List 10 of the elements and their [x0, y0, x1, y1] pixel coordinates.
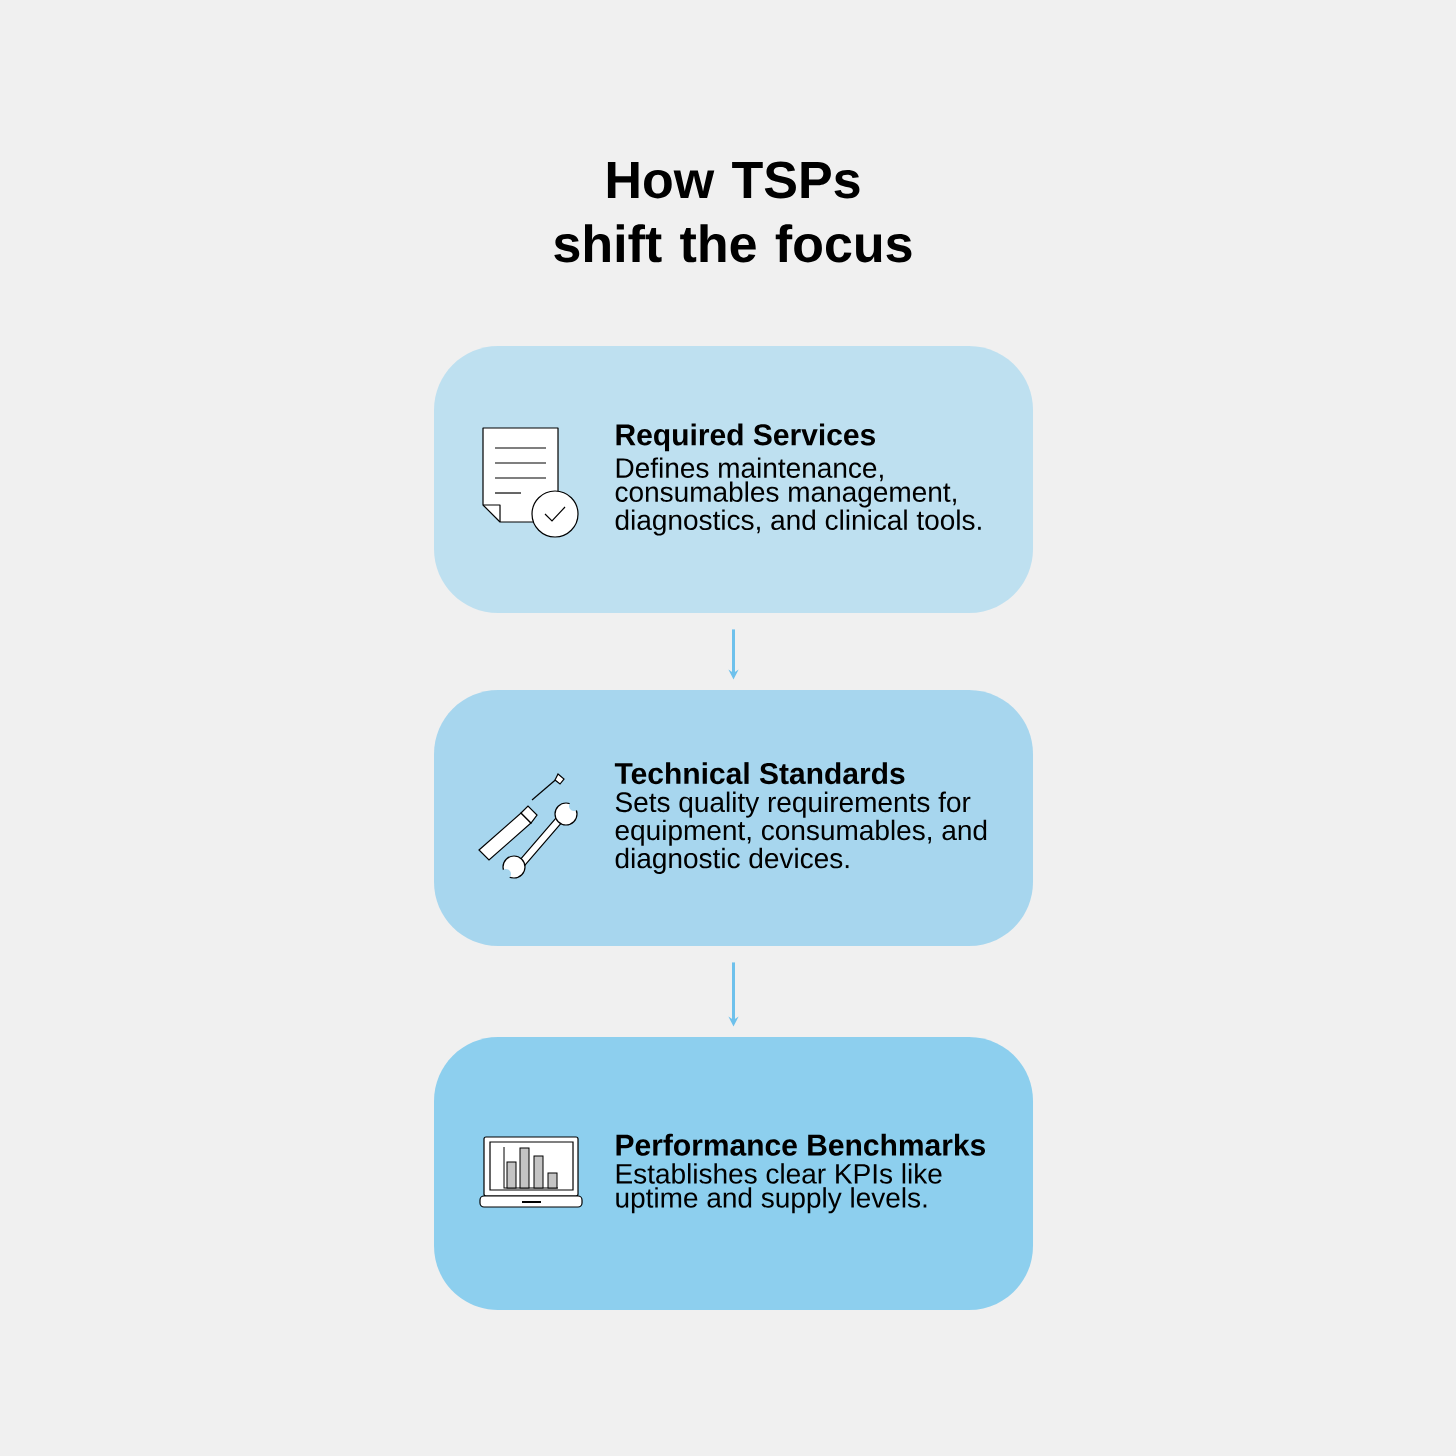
box-heading: Required Services [616, 423, 875, 452]
title: How TSPs shift the focus [554, 161, 912, 263]
process-box [434, 346, 1033, 613]
box-heading: Performance Benchmarks [616, 1133, 985, 1156]
process-box [434, 1037, 1033, 1310]
box-description: Defines maintenance, consumables management, diagnostics, and clinical tools. [615, 457, 981, 536]
box-description: Establishes clear KPIs like uptime and supply levels. [616, 1163, 942, 1214]
box-heading: Technical Standards [614, 762, 905, 785]
process-box [434, 690, 1033, 946]
box-description: Sets quality requirements for equipment, consumables, and diagnostic devices. [615, 791, 987, 874]
